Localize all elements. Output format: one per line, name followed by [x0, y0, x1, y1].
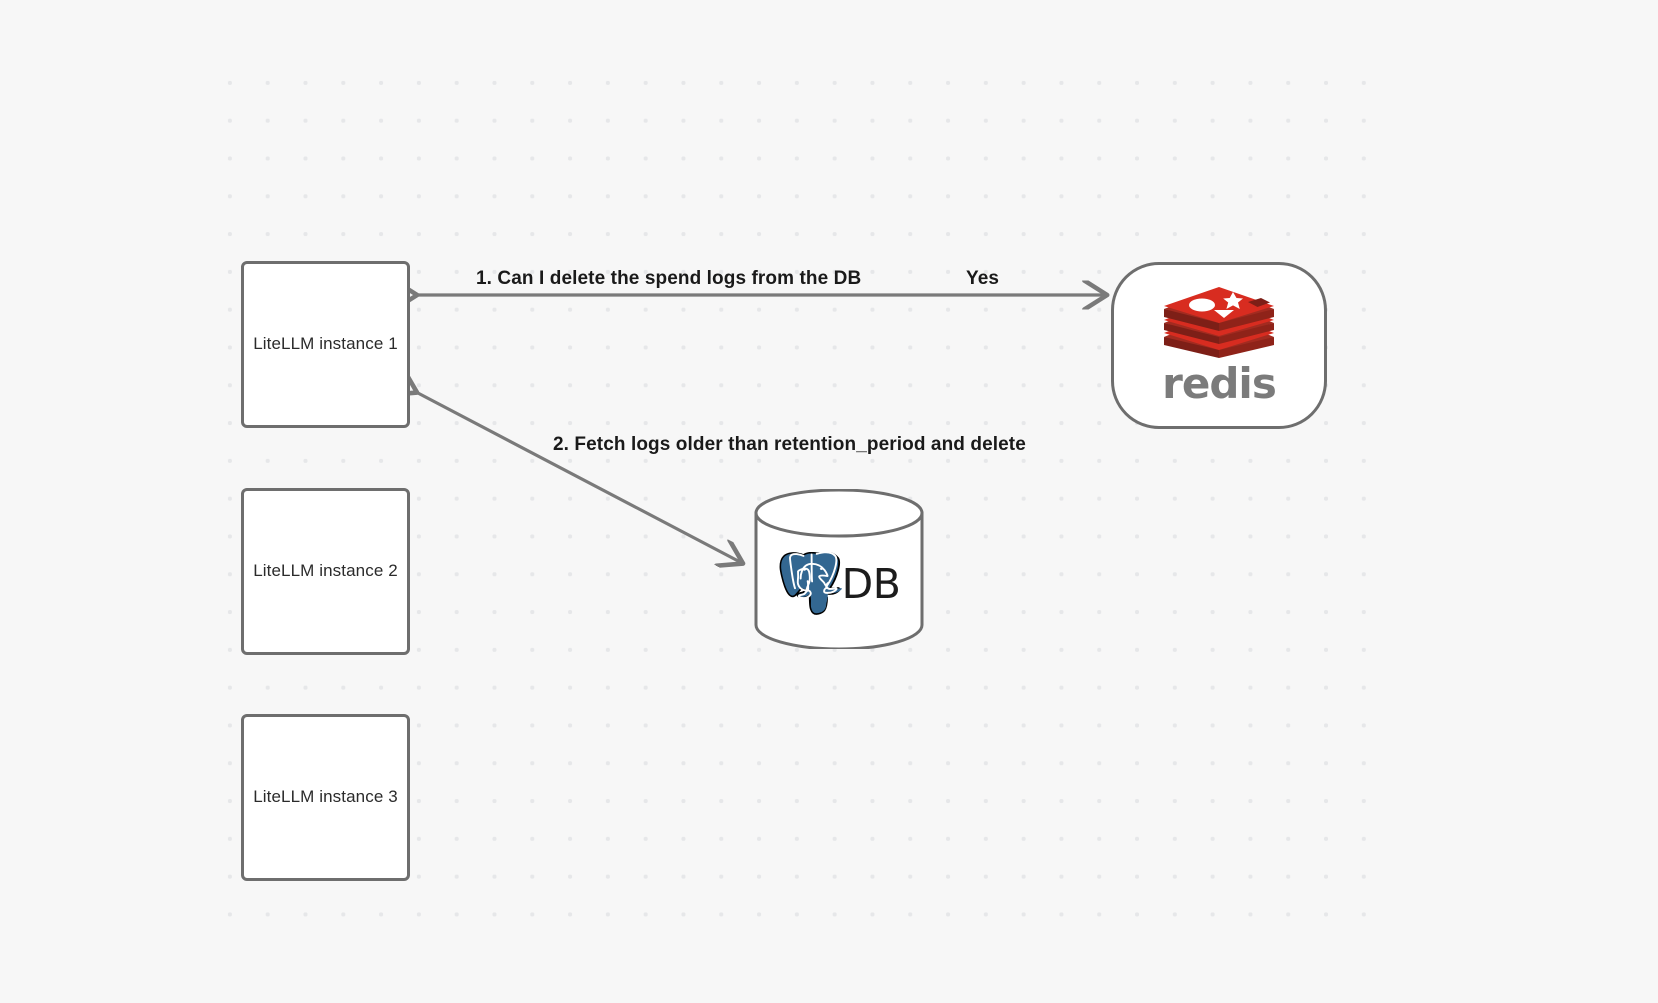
- node-label: LiteLLM instance 2: [253, 561, 398, 581]
- redis-stack-icon: [1164, 286, 1274, 358]
- node-label: LiteLLM instance 1: [253, 334, 398, 354]
- node-litellm-instance-2[interactable]: LiteLLM instance 2: [241, 488, 410, 655]
- edge-label-fetch-delete: 2. Fetch logs older than retention_perio…: [553, 434, 1026, 455]
- node-database[interactable]: DB: [753, 489, 925, 649]
- postgresql-elephant-icon: [779, 552, 842, 615]
- redis-wordmark: redis: [1162, 358, 1277, 408]
- edge-label-request: 1. Can I delete the spend logs from the …: [476, 268, 862, 289]
- redis-logo: redis: [1160, 286, 1278, 408]
- db-logo-row: DB: [753, 541, 925, 627]
- node-litellm-instance-1[interactable]: LiteLLM instance 1: [241, 261, 410, 428]
- node-litellm-instance-3[interactable]: LiteLLM instance 3: [241, 714, 410, 881]
- db-text-label: DB: [841, 559, 901, 608]
- cylinder-shape: [754, 489, 924, 649]
- node-label: LiteLLM instance 3: [253, 787, 398, 807]
- edge-label-reply: Yes: [966, 268, 1000, 289]
- node-redis[interactable]: redis: [1111, 262, 1327, 429]
- edge-instance1-db: [416, 392, 742, 563]
